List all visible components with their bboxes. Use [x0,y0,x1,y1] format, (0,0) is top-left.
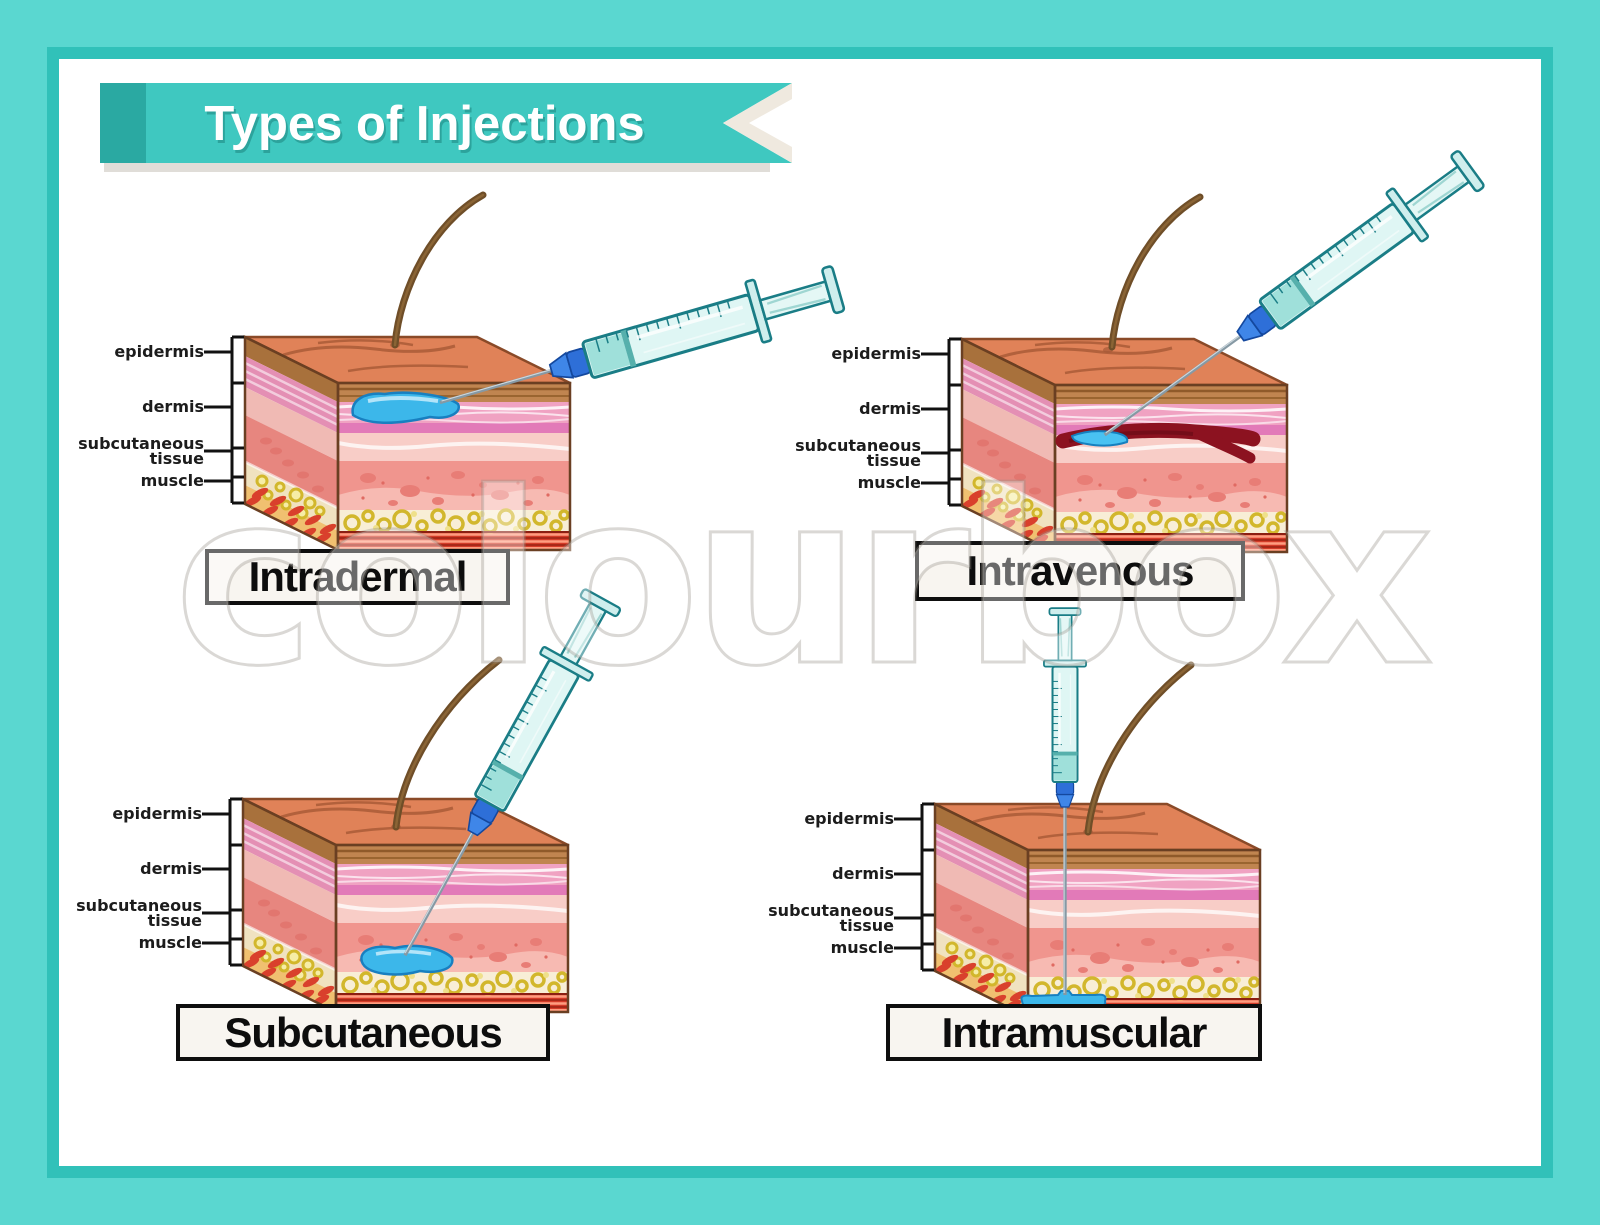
caption-text: Intravenous [966,547,1194,594]
label-subcutaneous-tissue: tissue [866,451,921,470]
layer-labels-intradermal: epidermis dermis subcutaneous tissue mus… [48,342,204,494]
label-dermis: dermis [832,864,894,883]
label-subcutaneous: subcutaneous [76,896,202,915]
label-epidermis: epidermis [114,342,204,361]
label-subcutaneous: subcutaneous [795,436,921,455]
caption-text: Subcutaneous [224,1008,502,1056]
caption-subcutaneous: Subcutaneous [176,1004,550,1061]
label-subcutaneous-tissue: tissue [839,916,894,935]
label-muscle: muscle [857,473,921,492]
label-muscle: muscle [830,938,894,957]
label-subcutaneous: subcutaneous [768,901,894,920]
label-subcutaneous-tissue: tissue [147,911,202,930]
label-dermis: dermis [140,859,202,878]
label-epidermis: epidermis [112,804,202,823]
label-muscle: muscle [138,933,202,952]
page-title: Types of Injections [204,97,645,151]
label-dermis: dermis [142,397,204,416]
layer-labels-intravenous: epidermis dermis subcutaneous tissue mus… [765,344,921,496]
label-muscle: muscle [140,471,204,490]
caption-text: Intradermal [248,553,468,600]
caption-intradermal: Intradermal [205,549,510,605]
label-dermis: dermis [859,399,921,418]
label-epidermis: epidermis [804,809,894,828]
caption-text: Intramuscular [941,1008,1208,1056]
caption-intravenous: Intravenous [915,541,1245,601]
layer-labels-subcutaneous: epidermis dermis subcutaneous tissue mus… [46,804,202,956]
layer-labels-intramuscular: epidermis dermis subcutaneous tissue mus… [738,809,894,961]
label-subcutaneous: subcutaneous [78,434,204,453]
caption-intramuscular: Intramuscular [886,1004,1262,1061]
label-subcutaneous-tissue: tissue [149,449,204,468]
label-epidermis: epidermis [831,344,921,363]
